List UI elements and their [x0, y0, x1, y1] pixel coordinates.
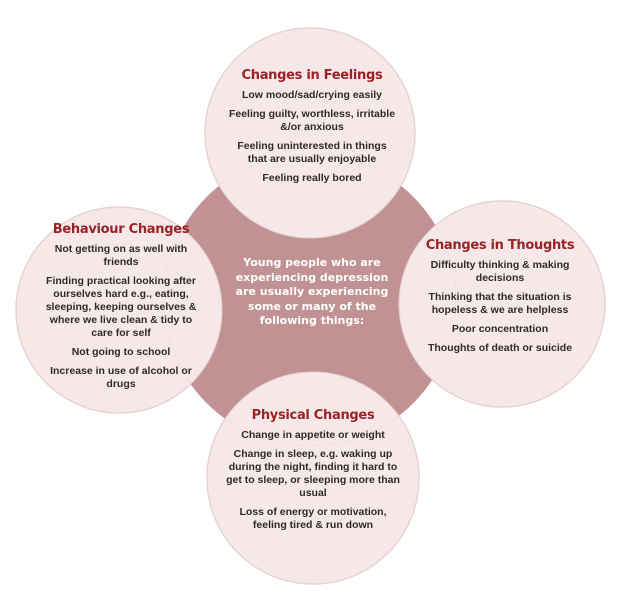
feelings-list: Low mood/sad/crying easily Feeling guilt… [228, 89, 396, 185]
thoughts-item: Thinking that the situation is hopeless … [428, 291, 572, 316]
thoughts-title: Changes in Thoughts [425, 238, 575, 253]
behaviour-title: Behaviour Changes [52, 222, 190, 237]
center-statement: Young people who are experiencing depres… [235, 256, 389, 327]
feelings-item: Feeling guilty, worthless, irritable &/o… [228, 108, 396, 133]
feelings-item: Low mood/sad/crying easily [241, 89, 383, 101]
feelings-title: Changes in Feelings [241, 68, 383, 83]
feelings-panel: Changes in Feelings Low mood/sad/crying … [228, 68, 396, 191]
feelings-item: Feeling uninterested in things that are … [237, 140, 387, 165]
thoughts-item: Thoughts of death or suicide [427, 342, 573, 354]
behaviour-item: Not going to school [71, 346, 171, 358]
physical-item: Loss of energy or motivation, feeling ti… [239, 506, 387, 531]
thoughts-list: Difficulty thinking & making decisions T… [420, 259, 580, 355]
thoughts-panel: Changes in Thoughts Difficulty thinking … [420, 238, 580, 361]
behaviour-item: Increase in use of alcohol or drugs [50, 365, 192, 390]
physical-item: Change in sleep, e.g. waking up during t… [226, 448, 400, 499]
thoughts-item: Difficulty thinking & making decisions [430, 259, 570, 284]
center-shape [164, 154, 456, 446]
physical-title: Physical Changes [251, 408, 375, 423]
behaviour-item: Not getting on as well with friends [54, 243, 188, 268]
behaviour-list: Not getting on as well with friends Find… [42, 243, 200, 391]
physical-item: Change in appetite or weight [241, 429, 385, 441]
physical-list: Change in appetite or weight Change in s… [224, 429, 402, 532]
behaviour-panel: Behaviour Changes Not getting on as well… [42, 222, 200, 397]
feelings-item: Feeling really bored [262, 172, 362, 184]
thoughts-item: Poor concentration [451, 323, 549, 335]
behaviour-item: Finding practical looking after ourselve… [45, 275, 197, 339]
physical-panel: Physical Changes Change in appetite or w… [224, 408, 402, 538]
